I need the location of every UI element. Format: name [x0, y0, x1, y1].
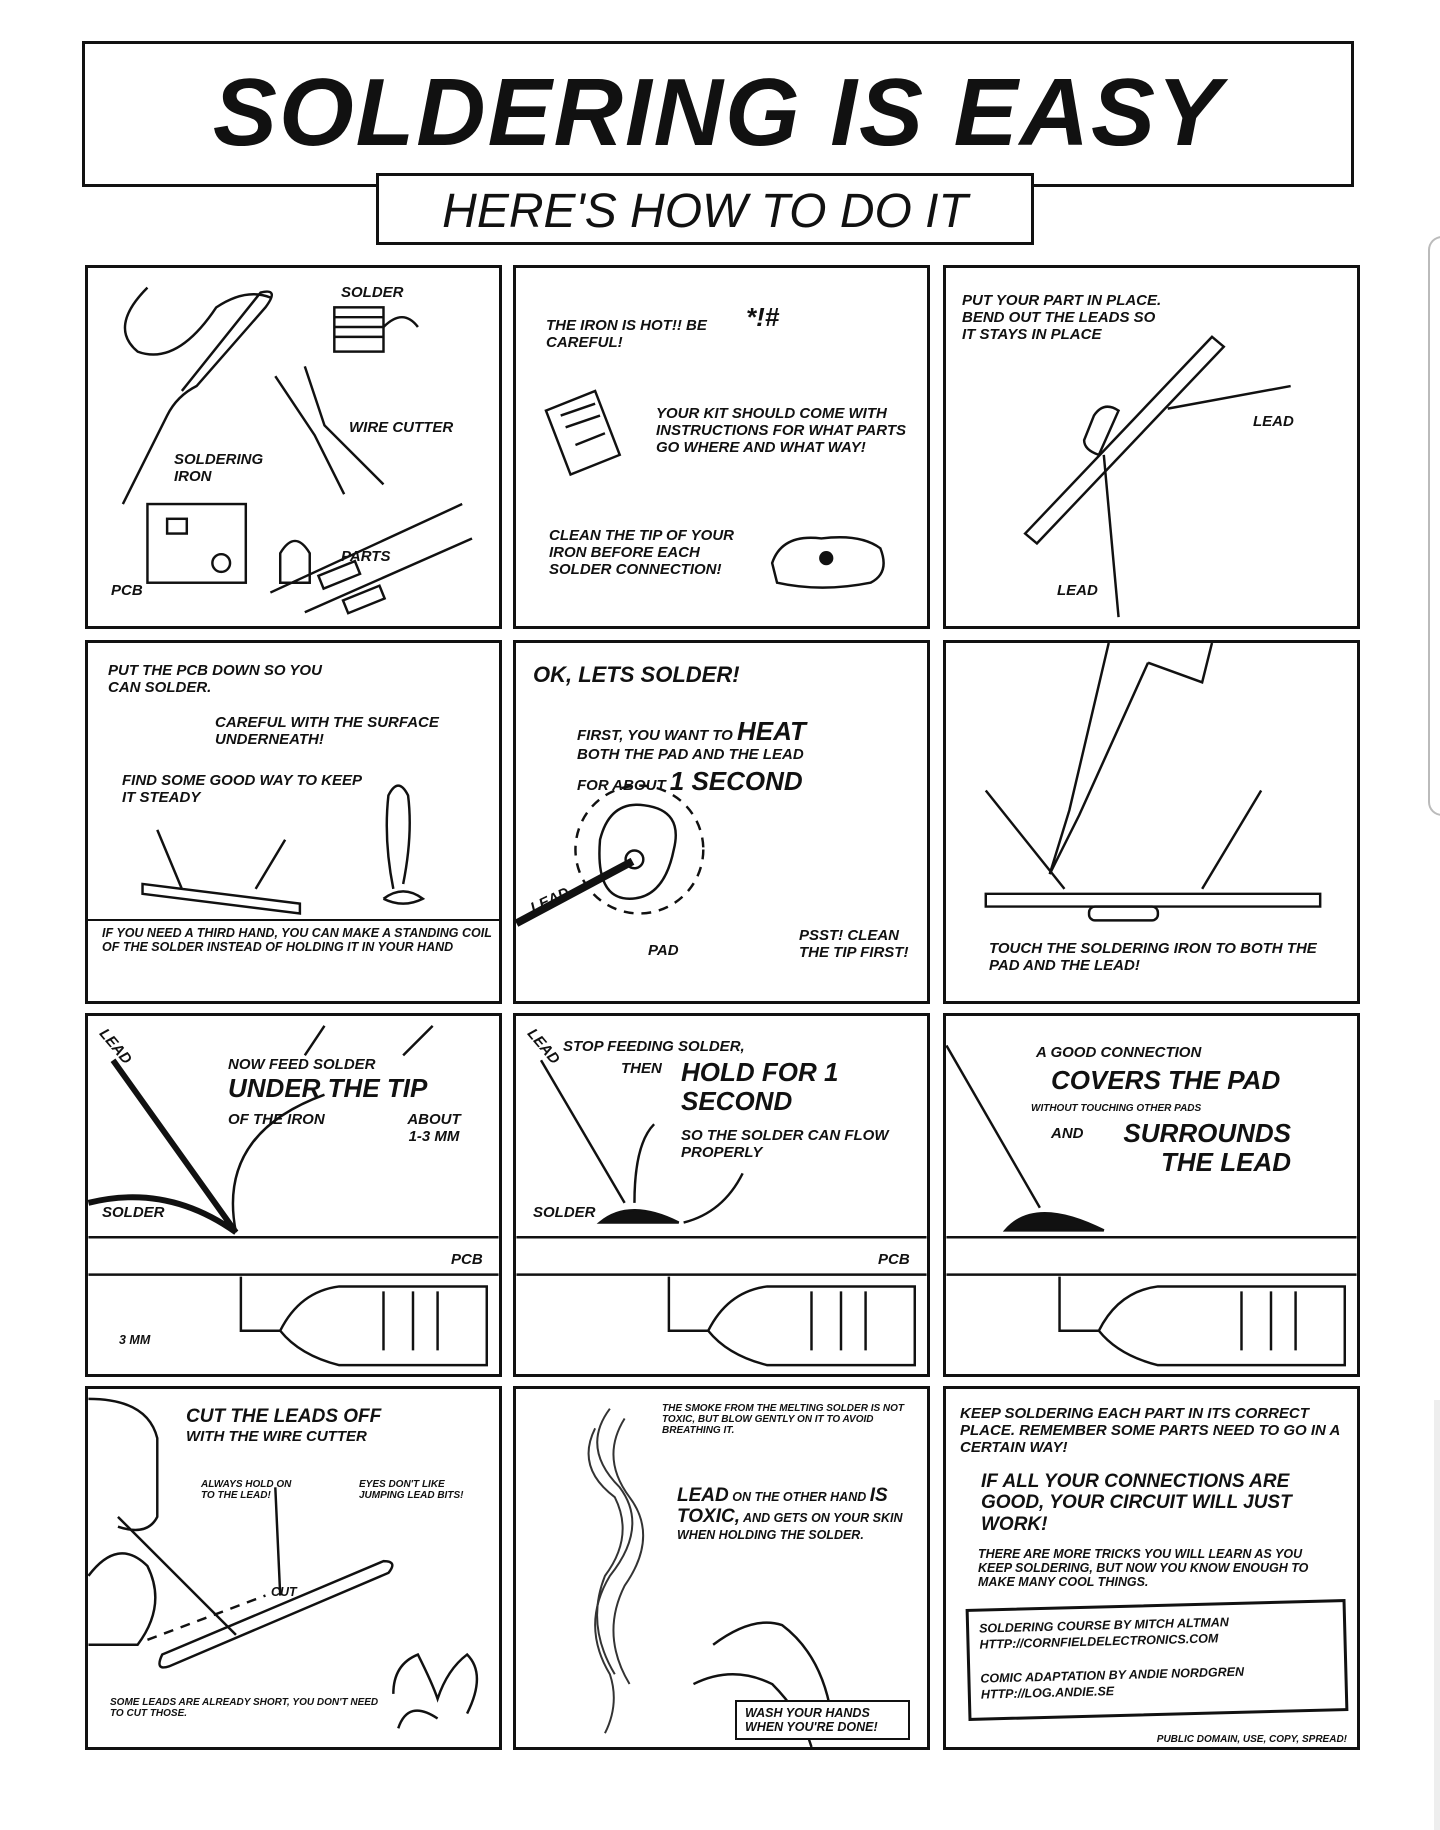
text-of-iron: OF THE IRON — [228, 1111, 325, 1128]
tools-drawing — [121, 286, 473, 615]
text-under-tip: UNDER THE TIP — [228, 1073, 428, 1103]
text-pcb-down: PUT THE PCB DOWN SO YOU CAN SOLDER. — [108, 662, 322, 696]
label-solder: SOLDER — [341, 284, 404, 301]
comic-title: SOLDERING IS EASY — [212, 59, 1224, 166]
text-circuit-work: IF ALL YOUR CONNECTIONS ARE GOOD, YOUR C… — [981, 1471, 1292, 1535]
label-lead-2: LEAD — [1057, 582, 1098, 599]
text-feed-solder: NOW FEED SOLDER — [228, 1056, 376, 1073]
instructions-sponge-drawing — [544, 389, 885, 589]
text-more-tricks: THERE ARE MORE TRICKS YOU WILL LEARN AS … — [978, 1547, 1309, 1589]
cut-leads-drawing — [88, 1397, 479, 1729]
text-hold-lead: ALWAYS HOLD ON TO THE LEAD! — [201, 1479, 292, 1502]
smoke-hands-drawing — [587, 1408, 833, 1747]
panel-tools: SOLDER WIRE CUTTER SOLDERING IRON PARTS … — [85, 265, 502, 629]
text-eyes: EYES DON'T LIKE JUMPING LEAD BITS! — [359, 1479, 464, 1502]
label-3mm: 3 MM — [119, 1333, 151, 1347]
subtitle-box: HERE'S HOW TO DO IT — [376, 173, 1034, 245]
text-then: THEN — [621, 1060, 662, 1077]
label-lead-1: LEAD — [1253, 413, 1294, 430]
panel-hold: LEAD STOP FEEDING SOLDER, THEN HOLD FOR … — [513, 1013, 930, 1377]
text-with-wire-cutter: WITH THE WIRE CUTTER — [186, 1428, 367, 1445]
text-kit-instructions: YOUR KIT SHOULD COME WITH INSTRUCTIONS F… — [656, 405, 906, 456]
panel-toxic: THE SMOKE FROM THE MELTING SOLDER IS NOT… — [513, 1386, 930, 1750]
text-pad-lead: BOTH THE PAD AND THE LEAD — [577, 746, 804, 763]
credit-comic: COMIC ADAPTATION BY ANDIE NORDGREN — [980, 1664, 1245, 1686]
panel-pcb-down: PUT THE PCB DOWN SO YOU CAN SOLDER. CARE… — [85, 640, 502, 1004]
panel-safety: THE IRON IS HOT!! BE CAREFUL! *!# YOUR K… — [513, 265, 930, 629]
panel-feed-solder: LEAD NOW FEED SOLDER UNDER THE TIP OF TH… — [85, 1013, 502, 1377]
label-pcb: PCB — [878, 1251, 910, 1268]
text-about: FOR ABOUT — [577, 777, 666, 794]
text-touch-iron: TOUCH THE SOLDERING IRON TO BOTH THE PAD… — [989, 940, 1317, 974]
text-without-touching: WITHOUT TOUCHING OTHER PADS — [1031, 1103, 1202, 1114]
text-stop-feeding: STOP FEEDING SOLDER, — [563, 1038, 745, 1055]
text-first: FIRST, YOU WANT TO — [577, 727, 733, 744]
text-skin: AND GETS ON YOUR SKIN WHEN HOLDING THE S… — [677, 1511, 903, 1542]
text-keep-soldering: KEEP SOLDERING EACH PART IN ITS CORRECT … — [960, 1405, 1340, 1456]
text-about-mm: ABOUT 1-3 MM — [407, 1111, 461, 1145]
text-hold-one-second: HOLD FOR 1 SECOND — [681, 1057, 839, 1117]
text-surrounds-lead: SURROUNDS THE LEAD — [1123, 1118, 1291, 1178]
label-pcb: PCB — [111, 582, 143, 599]
comic-subtitle: HERE'S HOW TO DO IT — [442, 185, 968, 238]
text-good-connection: A GOOD CONNECTION — [1036, 1044, 1202, 1061]
hold-solder-drawing — [516, 1059, 927, 1367]
text-for-about: FOR ABOUT 1 SECOND — [577, 766, 803, 796]
label-soldering-iron: SOLDERING IRON — [174, 451, 264, 485]
title-box: SOLDERING IS EASY — [82, 41, 1354, 187]
label-pcb: PCB — [451, 1251, 483, 1268]
text-one-second: 1 SECOND — [669, 766, 803, 796]
panel-heat: OK, LETS SOLDER! FIRST, YOU WANT TO HEAT… — [513, 640, 930, 1004]
text-public-domain: PUBLIC DOMAIN, USE, COPY, SPREAD! — [1156, 1734, 1347, 1745]
iron-touch-drawing — [984, 643, 1322, 922]
label-wire-cutter: WIRE CUTTER — [349, 419, 454, 436]
text-is-toxic: IS TOXIC, — [677, 1485, 888, 1528]
text-other-hand: ON THE OTHER HAND — [732, 1490, 867, 1504]
scrollbar[interactable] — [1428, 236, 1440, 816]
label-parts: PARTS — [341, 548, 391, 565]
text-lets-solder: OK, LETS SOLDER! — [533, 662, 740, 687]
text-and: AND — [1051, 1125, 1084, 1142]
text-careful-surface: CAREFUL WITH THE SURFACE UNDERNEATH! — [215, 714, 439, 748]
text-cut-leads: CUT THE LEADS OFF — [186, 1406, 382, 1427]
label-solder: SOLDER — [533, 1204, 596, 1221]
text-smoke: THE SMOKE FROM THE MELTING SOLDER IS NOT… — [662, 1403, 905, 1437]
text-keep-steady: FIND SOME GOOD WAY TO KEEP IT STEADY — [122, 772, 362, 806]
panel-cut-leads: CUT THE LEADS OFF WITH THE WIRE CUTTER A… — [85, 1386, 502, 1750]
panel-keep-soldering: KEEP SOLDERING EACH PART IN ITS CORRECT … — [943, 1386, 1360, 1750]
label-solder: SOLDER — [102, 1204, 165, 1221]
panel-good-connection: A GOOD CONNECTION COVERS THE PAD WITHOUT… — [943, 1013, 1360, 1377]
good-joint-drawing — [946, 1044, 1357, 1367]
text-iron-hot: THE IRON IS HOT!! BE CAREFUL! — [546, 317, 707, 351]
credits-box: SOLDERING COURSE BY MITCH ALTMAN HTTP://… — [965, 1599, 1349, 1721]
text-heat: HEAT — [737, 716, 806, 746]
surface-line — [88, 919, 499, 921]
credit-comic-url: HTTP://LOG.ANDIE.SE — [980, 1684, 1115, 1702]
text-clean-tip: CLEAN THE TIP OF YOUR IRON BEFORE EACH S… — [549, 527, 735, 578]
text-lead-toxic: LEAD ON THE OTHER HAND IS TOXIC, AND GET… — [677, 1485, 907, 1542]
part-placement-drawing — [1023, 335, 1291, 618]
text-solder-flow: SO THE SOLDER CAN FLOW PROPERLY — [681, 1127, 889, 1161]
text-exclamation: *!# — [746, 302, 780, 332]
label-cut: CUT — [271, 1585, 297, 1599]
panel-place-part: PUT YOUR PART IN PLACE. BEND OUT THE LEA… — [943, 265, 1360, 629]
panel-touch-iron: TOUCH THE SOLDERING IRON TO BOTH THE PAD… — [943, 640, 1360, 1004]
pcb-steady-drawing — [141, 784, 426, 915]
edge-shade — [1434, 1400, 1440, 1830]
text-third-hand: IF YOU NEED A THIRD HAND, YOU CAN MAKE A… — [102, 926, 492, 954]
feed-solder-drawing — [88, 1024, 499, 1367]
text-covers-pad: COVERS THE PAD — [1051, 1065, 1281, 1095]
text-wash-hands: WASH YOUR HANDS WHEN YOU'RE DONE! — [735, 1700, 910, 1740]
text-short-leads: SOME LEADS ARE ALREADY SHORT, YOU DON'T … — [110, 1697, 379, 1720]
text-first-heat: FIRST, YOU WANT TO HEAT — [577, 716, 806, 746]
pad-lead-drawing — [516, 784, 705, 927]
text-lead-word: LEAD — [677, 1485, 729, 1506]
text-psst: PSST! CLEAN THE TIP FIRST! — [799, 927, 909, 961]
text-put-part: PUT YOUR PART IN PLACE. BEND OUT THE LEA… — [962, 292, 1162, 343]
label-pad: PAD — [648, 942, 679, 959]
